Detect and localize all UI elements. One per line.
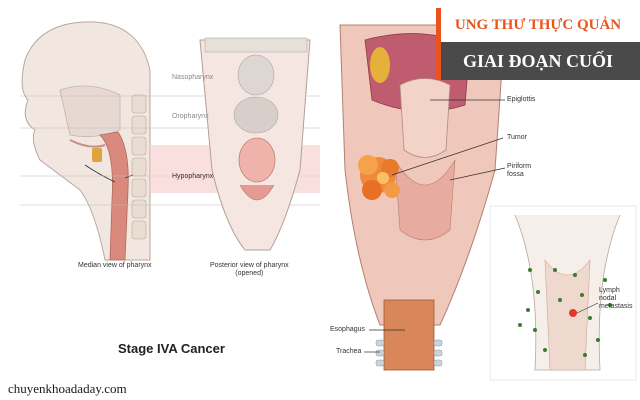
title-banner: UNG THƯ THỰC QUẢN GIAI ĐOẠN CUỐI [436, 8, 640, 80]
stage-title: Stage IVA Cancer [118, 341, 225, 356]
median-view-pharynx [21, 21, 151, 261]
label-piriform-line2: fossa [507, 171, 524, 178]
label-lymph-line3: metastasis [599, 303, 633, 310]
label-esophagus: Esophagus [330, 326, 366, 333]
label-lymph-nodal-metastasis: Lymph nodal metastasis [599, 287, 632, 311]
caption-posterior-view: Posterior view of pharynx (opened) [210, 262, 289, 278]
website-watermark: chuyenkhoadaday.com [8, 381, 127, 396]
label-epiglottis: Epiglottis [507, 96, 536, 103]
label-trachea: Trachea [336, 348, 362, 355]
posterior-view-pharynx [199, 37, 311, 251]
tumor-mass [358, 155, 400, 200]
label-oropharynx: Oropharynx [172, 113, 209, 120]
caption-median-view: Median view of pharynx [78, 262, 152, 269]
banner-line2: GIAI ĐOẠN CUỐI [436, 42, 640, 80]
caption-posterior-line2: (opened) [235, 270, 264, 277]
banner-line1: UNG THƯ THỰC QUẢN [436, 8, 640, 42]
label-hypopharynx: Hypopharynx [172, 173, 214, 180]
label-piriform-fossa: Piriform fossa [507, 163, 531, 179]
label-piriform-line1: Piriform [507, 163, 532, 170]
label-nasopharynx: Nasopharynx [172, 74, 214, 81]
banner-accent-bar [436, 8, 441, 80]
label-tumor: Tumor [507, 134, 527, 141]
caption-posterior-line1: Posterior view of pharynx [210, 262, 289, 269]
lymph-node-inset [489, 205, 637, 381]
label-lymph-line2: nodal [599, 295, 617, 302]
label-lymph-line1: Lymph [599, 287, 620, 294]
